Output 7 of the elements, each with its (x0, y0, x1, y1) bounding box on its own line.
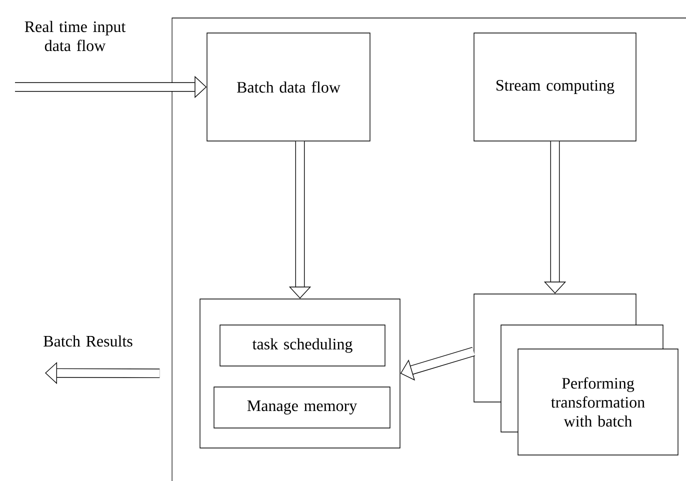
task-box: task scheduling (220, 324, 386, 366)
task-box: Manage memory (214, 386, 390, 428)
process-box: Performing transformation with batch (518, 348, 678, 456)
process-box: Batch data flow (206, 32, 370, 142)
process-box: Stream computing (474, 32, 636, 142)
flow-label: Batch Results (44, 335, 132, 347)
flow-label: Real time input data flow (24, 20, 126, 52)
